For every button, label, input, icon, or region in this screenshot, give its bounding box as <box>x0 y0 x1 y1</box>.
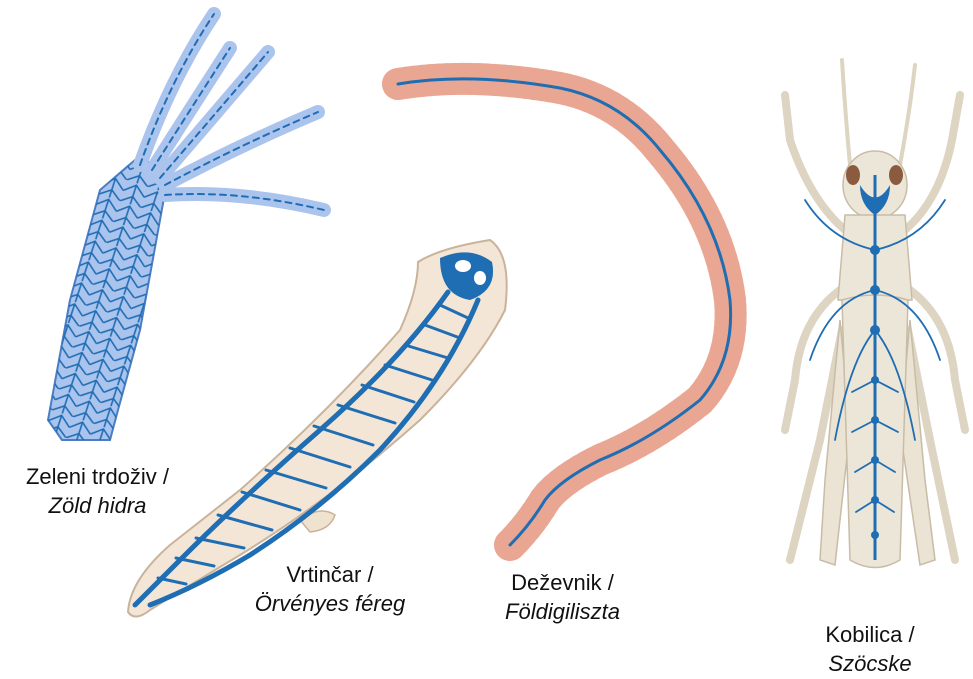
grasshopper-label: Kobilica / Szöcske <box>790 620 950 678</box>
flatworm-latin: Örvényes féreg <box>225 589 435 618</box>
earthworm-latin: Földigiliszta <box>470 597 655 626</box>
earthworm-name: Deževnik / <box>470 568 655 597</box>
grasshopper-figure <box>785 60 965 568</box>
hydra-latin: Zöld hidra <box>0 491 195 520</box>
grasshopper-name: Kobilica / <box>790 620 950 649</box>
hydra-figure <box>48 14 324 440</box>
hydra-name: Zeleni trdoživ / <box>0 462 195 491</box>
hydra-label: Zeleni trdoživ / Zöld hidra <box>0 462 195 520</box>
flatworm-name: Vrtinčar / <box>225 560 435 589</box>
grasshopper-latin: Szöcske <box>790 649 950 678</box>
earthworm-label: Deževnik / Földigiliszta <box>470 568 655 626</box>
flatworm-label: Vrtinčar / Örvényes féreg <box>225 560 435 618</box>
